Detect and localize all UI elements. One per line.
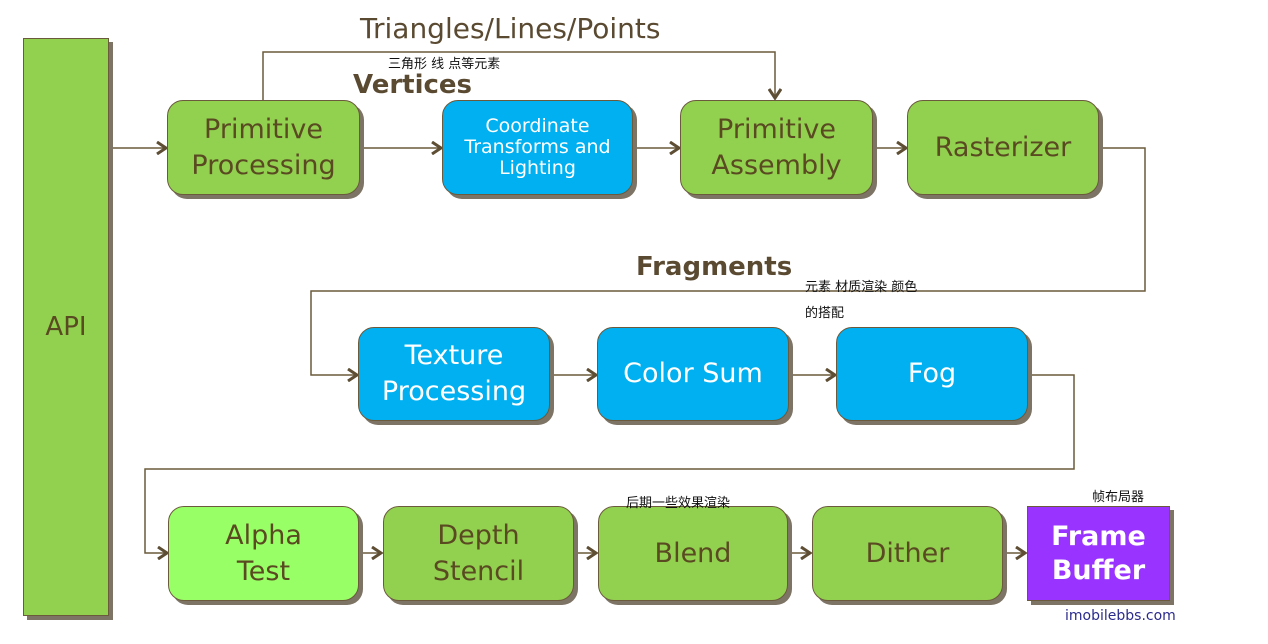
stage-primitive-assembly[interactable]: Primitive Assembly (680, 100, 873, 195)
stage-rasterizer[interactable]: Rasterizer (907, 100, 1099, 195)
triangles-lines-points-label: Triangles/Lines/Points (360, 12, 661, 45)
stage-dither[interactable]: Dither (812, 506, 1003, 601)
api-stage[interactable]: API (23, 38, 109, 616)
api-label: API (45, 312, 87, 342)
fragments-chinese-note-line1: 元素 材质渲染 颜色 (805, 280, 918, 295)
edge-fog-to-alpha-test (144, 374, 1075, 553)
stage-texture-processing[interactable]: Texture Processing (358, 327, 550, 421)
vertices-label: Vertices (353, 70, 473, 100)
fragments-label: Fragments (636, 252, 793, 282)
triangles-chinese-note: 三角形 线 点等元素 (388, 57, 501, 72)
frame-buffer-chinese-note: 帧布局器 (1092, 490, 1145, 505)
stage-blend[interactable]: Blend (598, 506, 788, 601)
stage-color-sum[interactable]: Color Sum (597, 327, 789, 421)
stage-alpha-test[interactable]: Alpha Test (168, 506, 359, 601)
fragments-chinese-note-line2: 的搭配 (805, 306, 845, 321)
stage-frame-buffer[interactable]: Frame Buffer (1027, 506, 1170, 601)
stage-fog[interactable]: Fog (836, 327, 1028, 421)
stage-depth-stencil[interactable]: Depth Stencil (383, 506, 574, 601)
edge-rasterizer-to-texture-processing (310, 147, 1146, 375)
stage-coordinate-transforms[interactable]: Coordinate Transforms and Lighting (442, 100, 633, 195)
edge-primitive-processing-to-primitive-assembly (262, 51, 775, 100)
blend-chinese-note: 后期一些效果渲染 (626, 496, 731, 511)
stage-primitive-processing[interactable]: Primitive Processing (167, 100, 360, 195)
watermark-link[interactable]: imobilebbs.com (1065, 608, 1176, 624)
